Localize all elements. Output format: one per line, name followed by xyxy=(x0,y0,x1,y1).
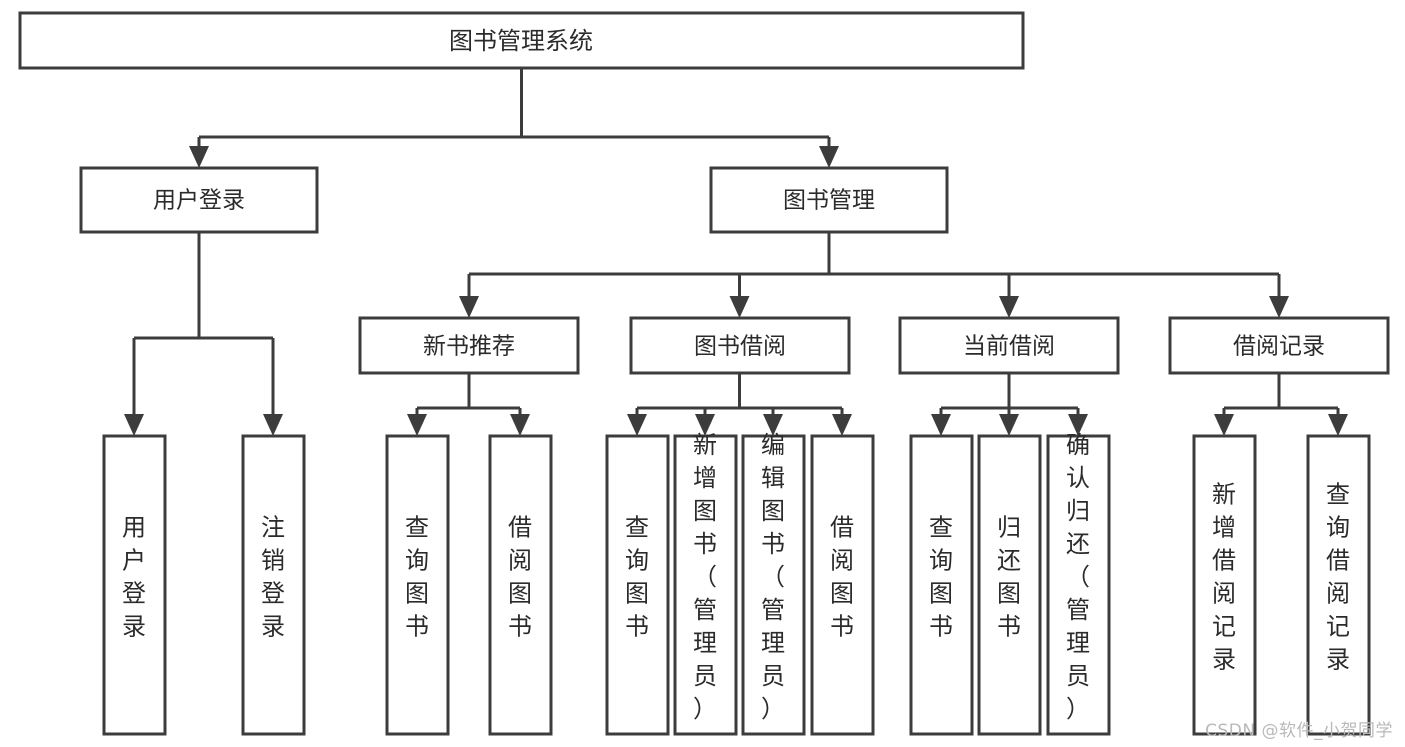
node-leaf-borrow-book-1-box[interactable] xyxy=(488,434,553,736)
node-leaf-add-book-box[interactable] xyxy=(673,434,738,736)
node-leaf-borrow-book-1-label: 借阅图书 xyxy=(508,514,532,641)
node-leaf-borrow-book-2-label: 借阅图书 xyxy=(830,514,854,641)
node-leaf-user-login[interactable]: 用户登录 xyxy=(102,434,167,736)
arrow-head-leaf-query-book-1 xyxy=(407,414,427,436)
node-leaf-add-record-box[interactable] xyxy=(1192,434,1257,736)
connector-layer xyxy=(124,68,1348,436)
node-leaf-add-book-label: 新增图书（管理员） xyxy=(693,431,717,723)
node-leaf-query-record-box[interactable] xyxy=(1306,434,1371,736)
arrow-head-leaf-confirm-return xyxy=(1068,414,1088,436)
arrow-head-borrow-record xyxy=(1269,296,1289,318)
node-leaf-borrow-book-2[interactable]: 借阅图书 xyxy=(810,434,875,736)
node-borrow-record-box[interactable] xyxy=(1168,316,1390,375)
arrow-head-leaf-borrow-book-2 xyxy=(832,414,852,436)
node-book-borrow[interactable]: 图书借阅 xyxy=(629,316,851,375)
node-leaf-return-book-label: 归还图书 xyxy=(997,514,1021,641)
arrow-head-leaf-logout-login xyxy=(263,414,283,436)
node-user-login-box[interactable] xyxy=(79,166,319,234)
arrow-head-leaf-add-book xyxy=(695,414,715,436)
arrow-head-leaf-edit-book xyxy=(763,414,783,436)
arrow-head-leaf-query-record xyxy=(1328,414,1348,436)
node-root-label: 图书管理系统 xyxy=(449,27,593,55)
node-leaf-query-book-2-box[interactable] xyxy=(605,434,670,736)
node-new-book-recommend[interactable]: 新书推荐 xyxy=(358,316,580,375)
node-leaf-add-book[interactable]: 新增图书（管理员） xyxy=(673,431,738,736)
node-leaf-query-book-3-label: 查询图书 xyxy=(929,514,953,641)
node-leaf-edit-book-label: 编辑图书（管理员） xyxy=(761,431,785,723)
node-leaf-query-book-2[interactable]: 查询图书 xyxy=(605,434,670,736)
node-leaf-user-login-box[interactable] xyxy=(102,434,167,736)
node-borrow-record[interactable]: 借阅记录 xyxy=(1168,316,1390,375)
node-leaf-query-record-label: 查询借阅记录 xyxy=(1326,481,1350,674)
node-leaf-add-record-label: 新增借阅记录 xyxy=(1212,481,1236,674)
node-leaf-query-book-1-box[interactable] xyxy=(385,434,450,736)
node-leaf-query-book-1[interactable]: 查询图书 xyxy=(385,434,450,736)
node-user-login-label: 用户登录 xyxy=(153,188,245,214)
node-leaf-logout-login-label: 注销登录 xyxy=(261,514,285,641)
arrow-head-leaf-query-book-2 xyxy=(627,414,647,436)
node-leaf-query-record[interactable]: 查询借阅记录 xyxy=(1306,434,1371,736)
node-current-borrow-label: 当前借阅 xyxy=(963,334,1055,360)
node-leaf-query-book-3[interactable]: 查询图书 xyxy=(909,434,974,736)
node-book-borrow-box[interactable] xyxy=(629,316,851,375)
node-leaf-edit-book[interactable]: 编辑图书（管理员） xyxy=(741,431,806,736)
node-leaf-add-record[interactable]: 新增借阅记录 xyxy=(1192,434,1257,736)
node-leaf-logout-login-box[interactable] xyxy=(241,434,306,736)
node-leaf-borrow-book-2-box[interactable] xyxy=(810,434,875,736)
node-leaf-user-login-label: 用户登录 xyxy=(122,514,146,641)
arrow-head-leaf-user-login xyxy=(124,414,144,436)
node-borrow-record-label: 借阅记录 xyxy=(1233,334,1325,360)
node-leaf-return-book[interactable]: 归还图书 xyxy=(977,434,1042,736)
node-leaf-borrow-book-1[interactable]: 借阅图书 xyxy=(488,434,553,736)
arrow-head-leaf-return-book xyxy=(999,414,1019,436)
node-leaf-confirm-return-label: 确认归还（管理员） xyxy=(1066,431,1090,723)
node-book-manage-box[interactable] xyxy=(709,166,949,234)
node-current-borrow[interactable]: 当前借阅 xyxy=(898,316,1120,375)
node-book-manage-label: 图书管理 xyxy=(783,188,875,214)
node-root[interactable]: 图书管理系统 xyxy=(18,11,1025,70)
node-leaf-query-book-1-label: 查询图书 xyxy=(405,514,429,641)
node-user-login[interactable]: 用户登录 xyxy=(79,166,319,234)
node-current-borrow-box[interactable] xyxy=(898,316,1120,375)
node-book-manage[interactable]: 图书管理 xyxy=(709,166,949,234)
node-leaf-logout-login[interactable]: 注销登录 xyxy=(241,434,306,736)
node-leaf-edit-book-box[interactable] xyxy=(741,434,806,736)
arrow-head-user-login xyxy=(189,146,209,168)
node-new-book-recommend-box[interactable] xyxy=(358,316,580,375)
node-leaf-confirm-return[interactable]: 确认归还（管理员） xyxy=(1046,431,1111,736)
node-leaf-confirm-return-box[interactable] xyxy=(1046,434,1111,736)
arrow-head-new-book xyxy=(459,296,479,318)
node-book-borrow-label: 图书借阅 xyxy=(694,334,786,360)
arrow-head-leaf-borrow-book-1 xyxy=(510,414,530,436)
arrow-head-current-borrow xyxy=(999,296,1019,318)
node-leaf-query-book-3-box[interactable] xyxy=(909,434,974,736)
arrow-head-leaf-query-book-3 xyxy=(931,414,951,436)
arrow-head-leaf-add-record xyxy=(1214,414,1234,436)
node-leaf-return-book-box[interactable] xyxy=(977,434,1042,736)
node-leaf-query-book-2-label: 查询图书 xyxy=(625,514,649,641)
arrow-head-book-manage xyxy=(819,146,839,168)
node-new-book-recommend-label: 新书推荐 xyxy=(423,334,515,360)
arrow-head-book-borrow xyxy=(729,296,750,318)
node-root-box[interactable] xyxy=(18,11,1025,70)
